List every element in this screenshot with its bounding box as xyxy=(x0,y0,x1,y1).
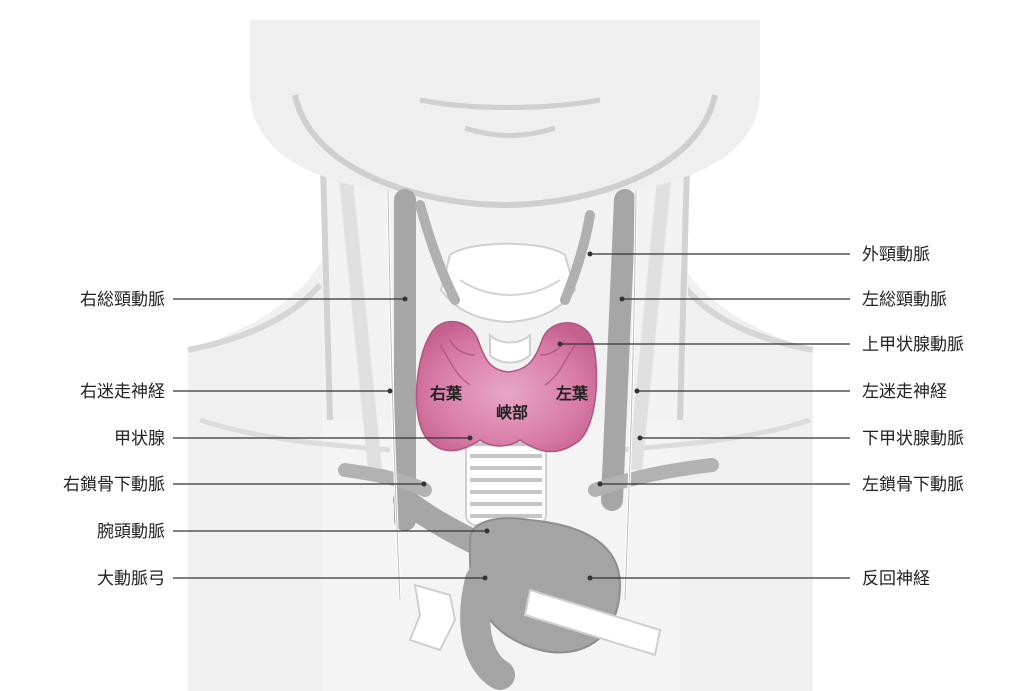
marker-right-vagus xyxy=(388,389,393,394)
thyroid-right-lobe-label: 右葉 xyxy=(430,384,463,403)
label-right-vagus: 右迷走神経 xyxy=(80,382,165,402)
marker-superior-thyroid-artery xyxy=(558,342,563,347)
chin xyxy=(250,20,760,205)
thyroid-isthmus-label: 峡部 xyxy=(496,403,528,422)
label-left-subclavian: 左鎖骨下動脈 xyxy=(862,475,964,495)
label-left-common-carotid: 左総頸動脈 xyxy=(862,290,947,310)
marker-left-common-carotid xyxy=(620,297,625,302)
marker-recurrent-nerve xyxy=(588,576,593,581)
label-thyroid: 甲状腺 xyxy=(114,429,165,449)
marker-left-subclavian xyxy=(598,482,603,487)
thyroid-left-lobe-label: 左葉 xyxy=(555,384,589,403)
label-right-subclavian: 右鎖骨下動脈 xyxy=(63,475,165,495)
label-right-common-carotid: 右総頸動脈 xyxy=(80,290,165,310)
label-superior-thyroid-artery: 上甲状腺動脈 xyxy=(862,335,964,355)
label-left-vagus: 左迷走神経 xyxy=(862,382,947,402)
label-external-carotid: 外頸動脈 xyxy=(862,245,930,265)
marker-thyroid xyxy=(468,436,473,441)
marker-right-subclavian xyxy=(422,482,427,487)
marker-aortic-arch xyxy=(483,576,488,581)
label-inferior-thyroid-artery: 下甲状腺動脈 xyxy=(862,429,964,449)
marker-external-carotid xyxy=(588,252,593,257)
marker-inferior-thyroid-artery xyxy=(638,436,643,441)
label-recurrent-nerve: 反回神経 xyxy=(862,569,930,589)
marker-left-vagus xyxy=(635,389,640,394)
label-brachiocephalic: 腕頭動脈 xyxy=(97,522,165,542)
marker-brachiocephalic xyxy=(485,529,490,534)
label-aortic-arch: 大動脈弓 xyxy=(97,569,165,589)
marker-right-common-carotid xyxy=(403,297,408,302)
